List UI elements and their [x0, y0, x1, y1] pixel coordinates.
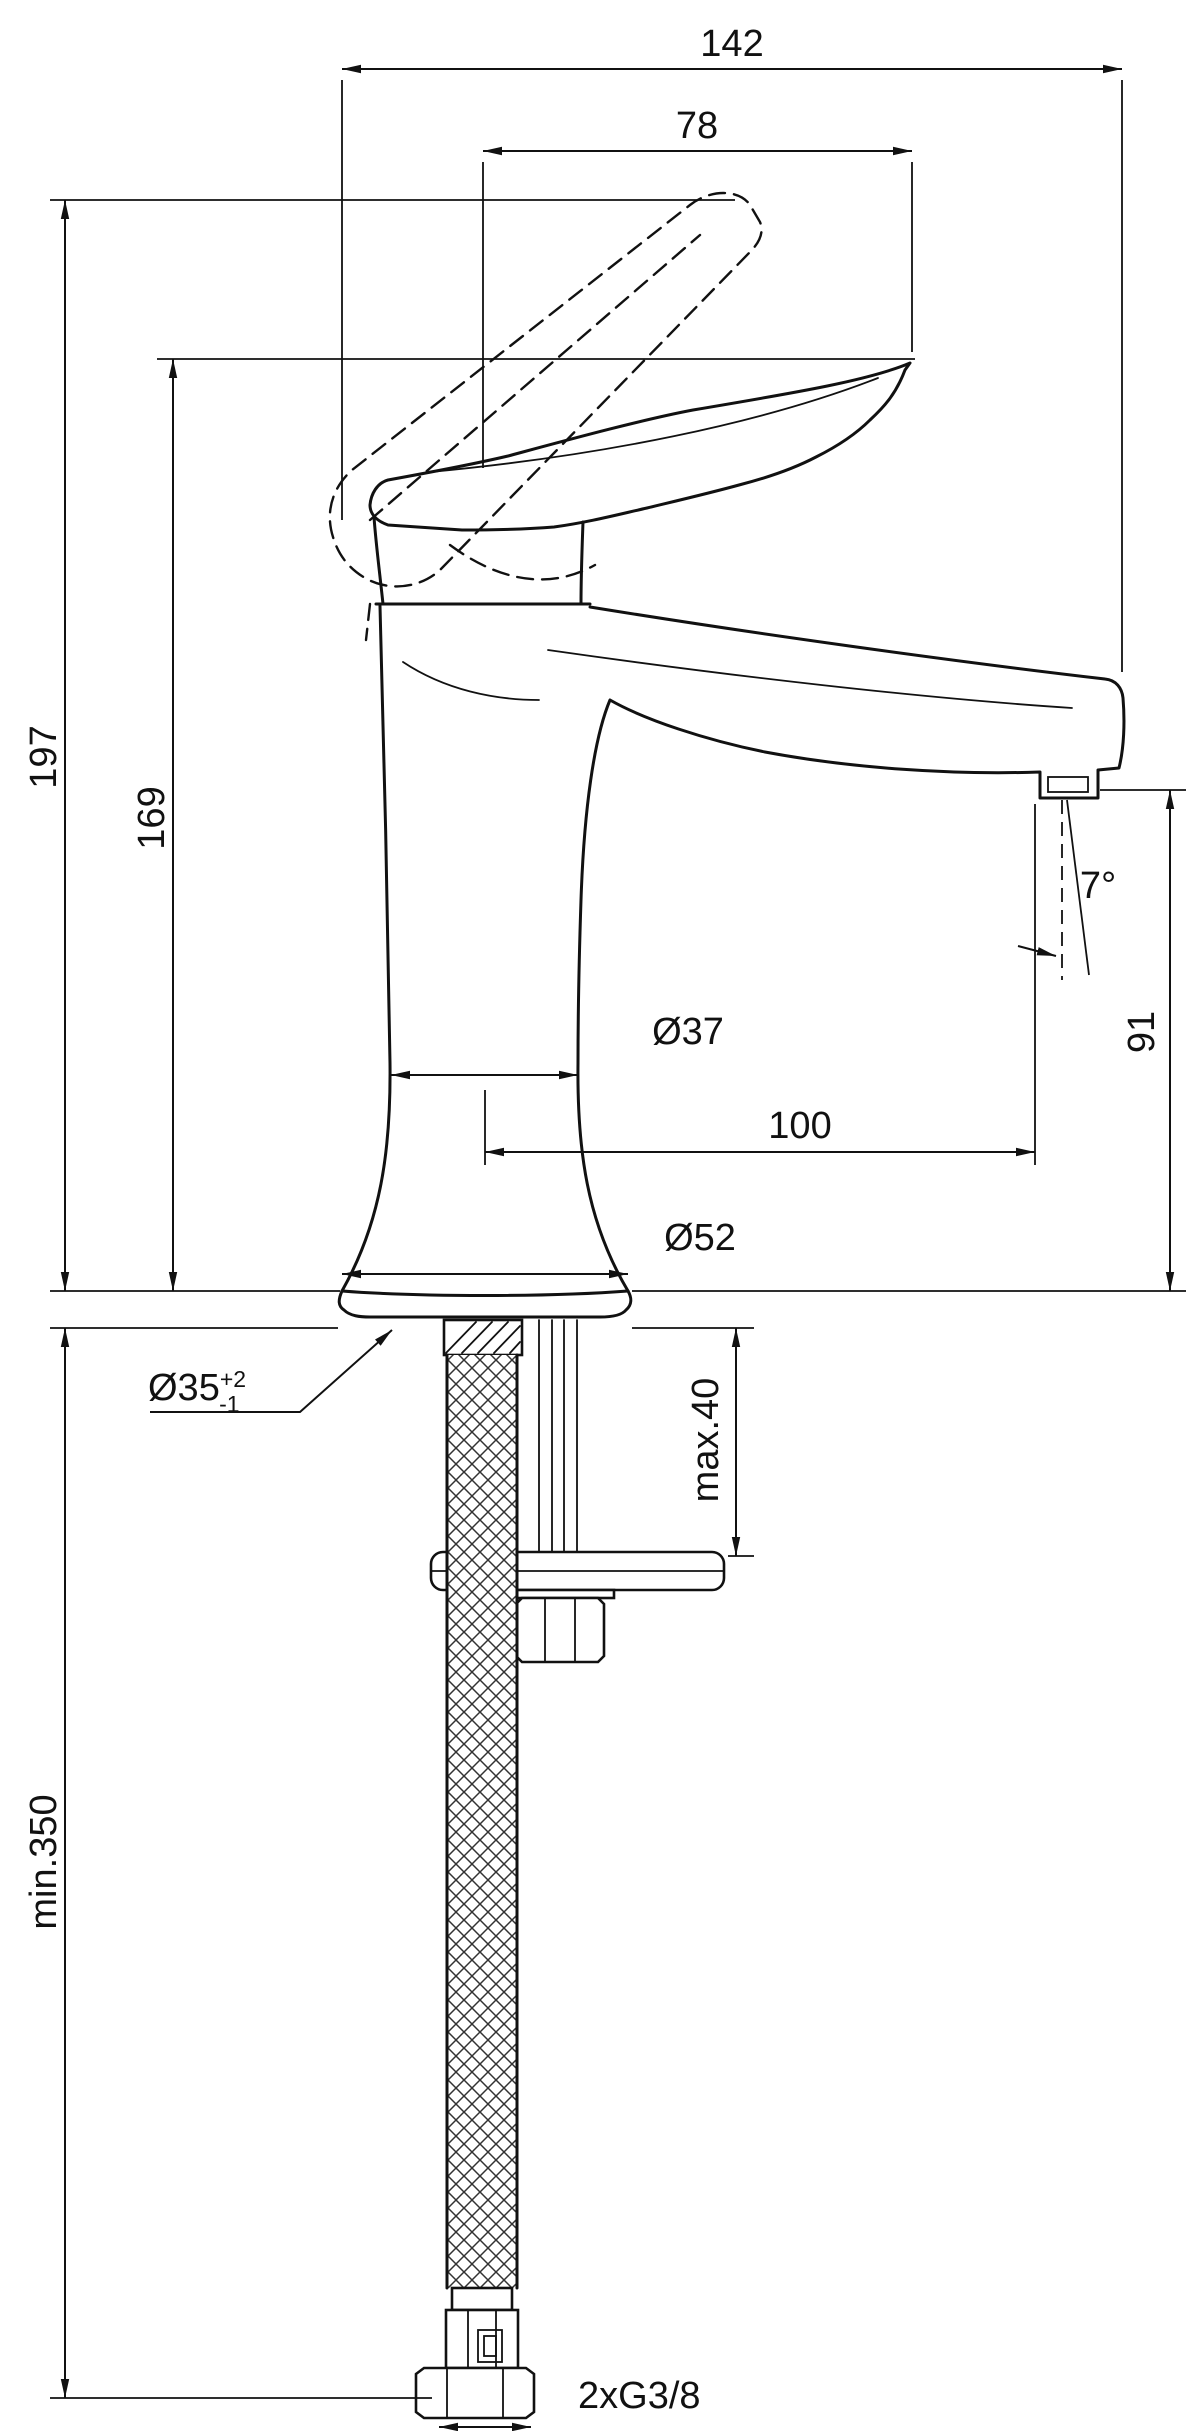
- connection-cap-nut-facets: [446, 2367, 504, 2419]
- hose-end-ferrule: [450, 2286, 514, 2312]
- handle-lifted-dashed-cap-arc: [448, 543, 597, 581]
- cartridge-left-edge: [372, 515, 385, 606]
- hose-end-detail-outer: [477, 2329, 503, 2363]
- dim-label-body-height: 169: [131, 786, 173, 849]
- under-counter-assembly: [414, 1318, 726, 2420]
- dim-label-base-diameter: Ø52: [664, 1217, 736, 1259]
- dimension-197: 197: [23, 199, 735, 1292]
- hose-end-hex: [444, 2308, 520, 2370]
- dim-label-column-diameter: Ø37: [652, 1011, 724, 1053]
- dim-label-outlet-height: 91: [1121, 1011, 1163, 1053]
- dimension-max40: max.40: [632, 1327, 754, 1557]
- angle-spout-line: [1066, 799, 1090, 976]
- cartridge-right-edge: [579, 520, 585, 606]
- dimension-169: 169: [131, 358, 915, 1291]
- mounting-stud: [538, 1319, 578, 1553]
- dim-label-min-hose-length: min.350: [23, 1794, 65, 1929]
- aerator-outlet-detail: [1047, 776, 1089, 793]
- column-spout-junction-contour: [402, 661, 540, 701]
- stud-nut-facets: [544, 1597, 576, 1663]
- column-left-outline: [340, 604, 392, 1293]
- dim-label-spout-angle: 7°: [1080, 865, 1116, 907]
- spout-top-contour: [547, 649, 1073, 709]
- dim-label-outlet-reach: 100: [768, 1105, 831, 1147]
- handle-lifted-dashed-inner-line: [368, 233, 702, 522]
- dimension-91: 91: [632, 789, 1186, 1292]
- leader-dia35: [150, 1329, 393, 1413]
- braided-hose-texture: [447, 1355, 517, 2288]
- angle-leader-arrow: [1017, 945, 1057, 957]
- handle-lifted-dashed-outline: [328, 191, 763, 588]
- handle-contour-line: [429, 377, 879, 473]
- base-plate-outline: [337, 1289, 633, 1319]
- dimension-142: 142: [341, 23, 1123, 672]
- dim-label-connection-thread: 2xG3/8: [578, 2375, 701, 2417]
- dimension-100: 100: [484, 804, 1036, 1165]
- faucet-body: [328, 191, 1126, 1319]
- dimension-connection: 2xG3/8: [439, 2375, 701, 2431]
- connection-cap-nut: [414, 2366, 536, 2420]
- dim-label-total-width: 142: [700, 23, 763, 65]
- dim-label-max-thickness: max.40: [685, 1378, 727, 1503]
- dimension-dia35: Ø35+2-1: [148, 1329, 393, 1417]
- hose-end-detail-inner: [483, 2335, 497, 2357]
- braided-hose-edges: [445, 1353, 519, 2290]
- spout-and-column-right-outline: [576, 605, 1126, 1293]
- dim-label-handle-width: 78: [676, 105, 718, 147]
- handle-lever-outline: [368, 361, 912, 532]
- hose-crimp-collar: [442, 1318, 524, 1357]
- stud-nut: [514, 1596, 606, 1664]
- dim-label-total-height: 197: [23, 725, 65, 788]
- dimension-dia52: Ø52: [342, 1217, 736, 1279]
- dimension-7deg: 7°: [1017, 799, 1116, 980]
- dimension-min350: min.350: [23, 1327, 432, 2399]
- dim-label-hole-diameter: Ø35+2-1: [148, 1366, 246, 1417]
- base-seam-line: [340, 1289, 630, 1297]
- handle-lifted-dashed-edge: [364, 602, 372, 642]
- dimension-78: 78: [482, 105, 913, 468]
- dimension-dia37: Ø37: [391, 1011, 724, 1080]
- hose-crimp-hatch: [445, 1321, 521, 1354]
